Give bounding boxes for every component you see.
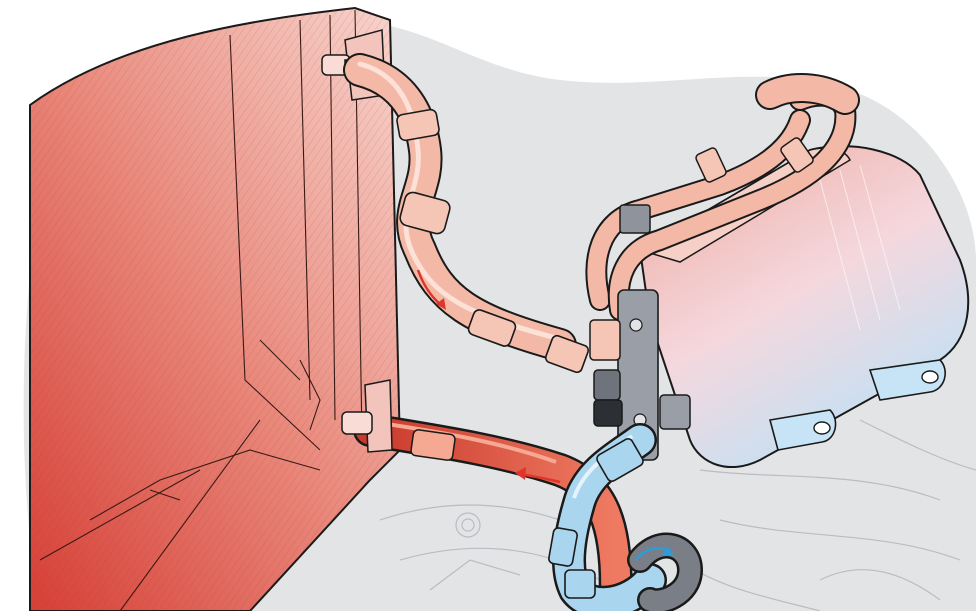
- hose-clamps-upper: [396, 108, 590, 374]
- engine-bay-floor: [379, 419, 976, 611]
- cooler-port-fittings: [589, 289, 691, 461]
- flow-arrow-curved-icon: [635, 546, 674, 561]
- flow-arrow-down-icon: [416, 269, 446, 310]
- cold-hose: [548, 423, 704, 611]
- radiator-lower-fitting: [341, 379, 456, 461]
- cooler-upper-pipes: [585, 73, 860, 321]
- flow-arrow-left-icon: [515, 467, 561, 484]
- radiator: [29, 6, 402, 611]
